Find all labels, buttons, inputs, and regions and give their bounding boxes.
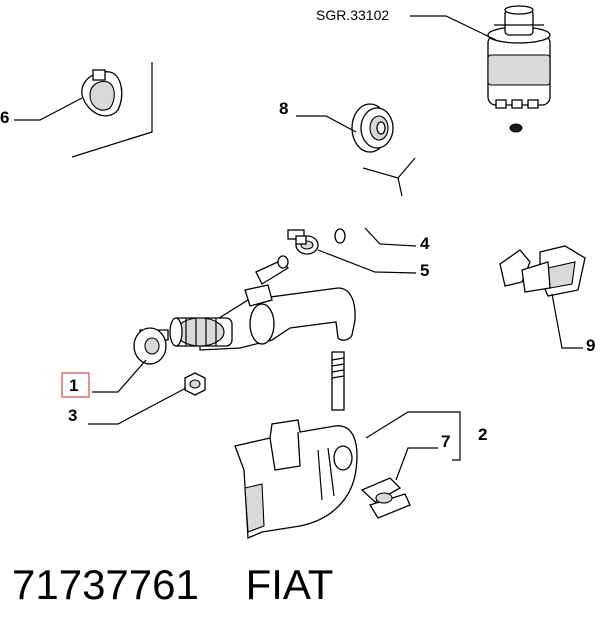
callout-4[interactable]: 4 xyxy=(420,234,430,253)
callout-5[interactable]: 5 xyxy=(420,261,429,280)
callout-9[interactable]: 9 xyxy=(586,336,595,355)
grommet xyxy=(351,103,394,153)
callout-1[interactable]: 1 xyxy=(69,376,78,395)
callout-8[interactable]: 8 xyxy=(279,99,288,118)
push-rod xyxy=(331,351,345,411)
callout-2[interactable]: 2 xyxy=(478,425,487,444)
small-clamp xyxy=(287,229,319,255)
part-number: 71737761 xyxy=(12,561,199,608)
reference-label-sgr: SGR.33102 xyxy=(316,7,389,23)
brand-name: FIAT xyxy=(245,561,334,608)
callout-6[interactable]: 6 xyxy=(0,108,9,127)
hose-clamp xyxy=(81,69,123,117)
fluid-reservoir xyxy=(487,5,551,109)
retaining-clip xyxy=(360,477,411,519)
hydraulic-hose xyxy=(332,123,523,244)
callout-7[interactable]: 7 xyxy=(441,432,450,451)
hose-clip xyxy=(499,245,586,297)
highlight-box-1 xyxy=(61,372,90,398)
hex-nut xyxy=(184,372,206,396)
clutch-master-cylinder xyxy=(133,255,356,365)
part-footer: 71737761 FIAT xyxy=(12,561,333,609)
callout-3[interactable]: 3 xyxy=(68,406,77,425)
mounting-bracket xyxy=(234,419,358,539)
